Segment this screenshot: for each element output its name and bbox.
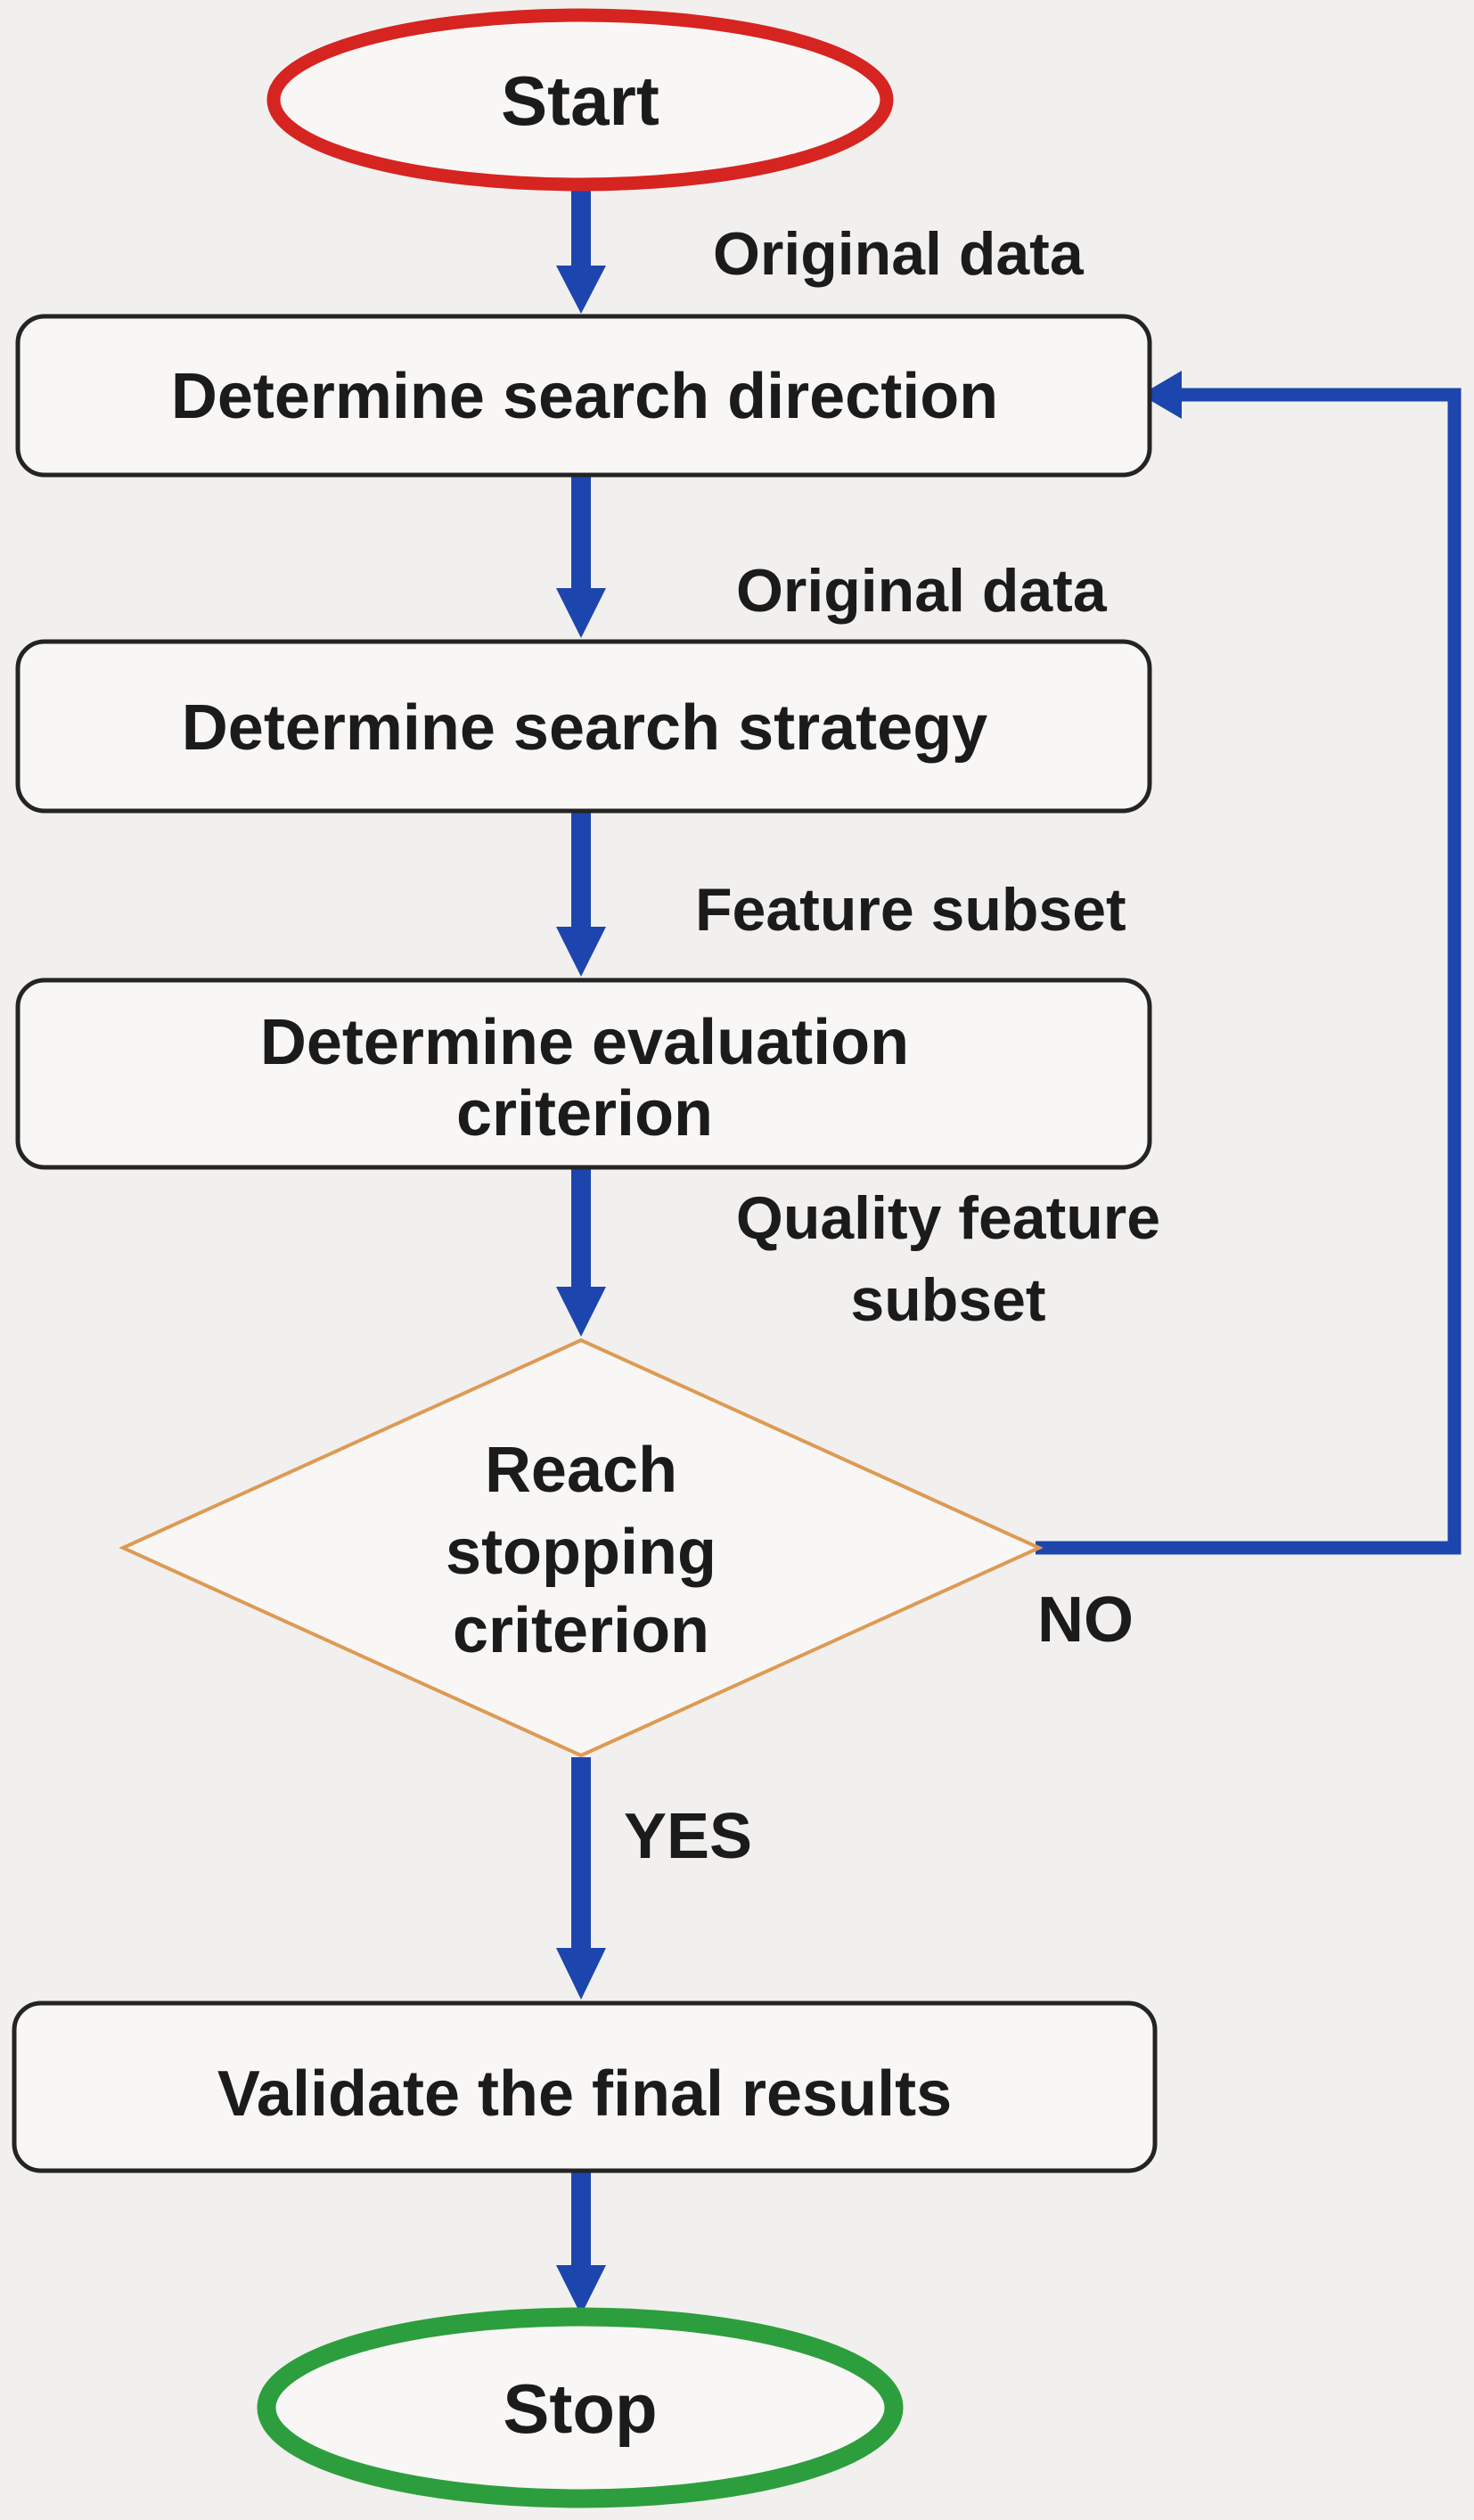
start-node	[266, 8, 894, 192]
step2-label: Determine search strategy	[182, 692, 987, 764]
step1-node	[15, 314, 1152, 478]
decision-label-line3: criterion	[453, 1595, 709, 1666]
validate-label: Validate the final results	[217, 2058, 952, 2130]
stop-node	[257, 2307, 904, 2508]
stop-label: Stop	[503, 2369, 657, 2448]
arrowhead-validate-stop-icon	[556, 2265, 606, 2315]
arrowhead-step1-step2-icon	[556, 588, 606, 638]
step3-node	[15, 978, 1152, 1170]
arrowhead-start-step1-icon	[556, 266, 606, 314]
no-loop-connector	[1036, 388, 1462, 1555]
labels: Start Original data Determine search dir…	[171, 61, 1160, 2448]
step3-label-line2: criterion	[456, 1078, 713, 1150]
arrowhead-step2-step3-icon	[556, 927, 606, 977]
arrowhead-decision-validate-icon	[556, 1948, 606, 2000]
decision-label-line2: stopping	[446, 1517, 717, 1588]
decision-node	[119, 1338, 1044, 1758]
flow-arrows	[556, 189, 1462, 2315]
branch-label-no: NO	[1037, 1584, 1134, 1656]
edge-label-original-data-1: Original data	[713, 220, 1085, 288]
edge-label-quality-feature: Quality feature	[736, 1184, 1160, 1252]
arrowhead-step3-decision-icon	[556, 1287, 606, 1337]
start-label: Start	[501, 61, 659, 140]
validate-node	[12, 2000, 1158, 2173]
edge-label-feature-subset: Feature subset	[695, 876, 1126, 944]
step1-label: Determine search direction	[171, 361, 998, 432]
decision-label-line1: Reach	[485, 1435, 677, 1506]
step2-node	[15, 639, 1152, 814]
edge-label-quality-subset: subset	[850, 1266, 1045, 1334]
edge-label-original-data-2: Original data	[736, 557, 1108, 625]
no-loop-arrowhead-icon	[1141, 371, 1182, 419]
step3-label-line1: Determine evaluation	[260, 1007, 909, 1078]
branch-label-yes: YES	[624, 1801, 752, 1872]
